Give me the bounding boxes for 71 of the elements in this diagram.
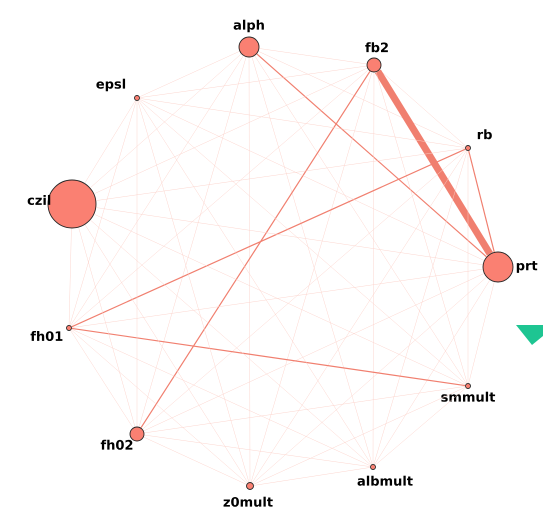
- graph-node: z0mult: [224, 482, 273, 507]
- edge-line: [252, 277, 487, 484]
- edge-line: [144, 386, 466, 434]
- edge-line: [90, 54, 242, 188]
- edge-line: [372, 72, 374, 464]
- edge-line: [374, 150, 468, 464]
- edge-line: [375, 388, 466, 466]
- edge-line: [253, 387, 466, 485]
- edge-line: [144, 434, 370, 467]
- edge-line: [376, 72, 468, 384]
- edge-line: [72, 328, 466, 386]
- node-label: rb: [478, 129, 492, 140]
- edge-line: [70, 330, 134, 428]
- edge-line: [84, 224, 248, 483]
- edge-line: [258, 51, 466, 147]
- edge-line: [94, 68, 368, 194]
- edge-line: [138, 100, 250, 482]
- graph-node: prt: [482, 252, 538, 282]
- edge-line: [374, 280, 490, 465]
- edge-line: [254, 467, 370, 486]
- edge-line: [138, 100, 372, 465]
- edge-line: [144, 273, 484, 432]
- node-label: prt: [516, 261, 538, 273]
- graph-node: fh01: [30, 325, 72, 342]
- edge-line: [140, 66, 367, 98]
- node-label: fh02: [100, 440, 132, 450]
- graph-node: fh02: [100, 426, 144, 450]
- edge-line: [140, 98, 466, 148]
- edge-line: [90, 220, 372, 466]
- graph-node: alph: [234, 20, 264, 58]
- graph-node: smmult: [441, 383, 496, 402]
- node-label: epsl: [96, 78, 126, 92]
- node-label: fb2: [365, 42, 388, 52]
- edge-line: [71, 70, 369, 326]
- edge-line: [259, 48, 367, 64]
- edge-line: [70, 100, 136, 326]
- edge-line: [68, 228, 72, 326]
- edge-line: [468, 282, 494, 384]
- edge-line: [139, 51, 240, 97]
- edge-line: [72, 268, 483, 328]
- edge-line: [374, 70, 493, 256]
- edge-line: [248, 57, 250, 482]
- edge-line: [71, 329, 371, 466]
- edge-line: [142, 150, 466, 430]
- edge-line: [379, 70, 466, 146]
- edge-line: [144, 436, 247, 485]
- edge-line: [256, 53, 487, 258]
- edge-line: [84, 100, 136, 184]
- edge-line: [94, 214, 466, 385]
- edge-line: [96, 207, 483, 265]
- node-label: alph: [234, 20, 264, 32]
- edge-line: [71, 330, 248, 484]
- edge-line: [70, 56, 244, 326]
- edge-line: [78, 227, 136, 428]
- edge-line: [96, 148, 466, 201]
- graph-node: epsl: [96, 78, 140, 101]
- edge-line: [252, 150, 467, 483]
- edge-line: [139, 99, 484, 261]
- edge-line: [138, 56, 246, 428]
- graph-node: albmult: [358, 464, 413, 486]
- edge-line: [140, 70, 370, 428]
- graph-node: fb2: [365, 42, 388, 72]
- edge-line: [254, 56, 467, 384]
- edge-line: [468, 150, 495, 252]
- node-label: fh01: [30, 330, 62, 342]
- node-label: smmult: [441, 392, 496, 402]
- edge-line: [139, 100, 466, 384]
- graph-node: rb: [465, 129, 492, 151]
- edge-line: [71, 148, 466, 328]
- node-label: albmult: [358, 476, 413, 486]
- node-label: z0mult: [224, 496, 273, 507]
